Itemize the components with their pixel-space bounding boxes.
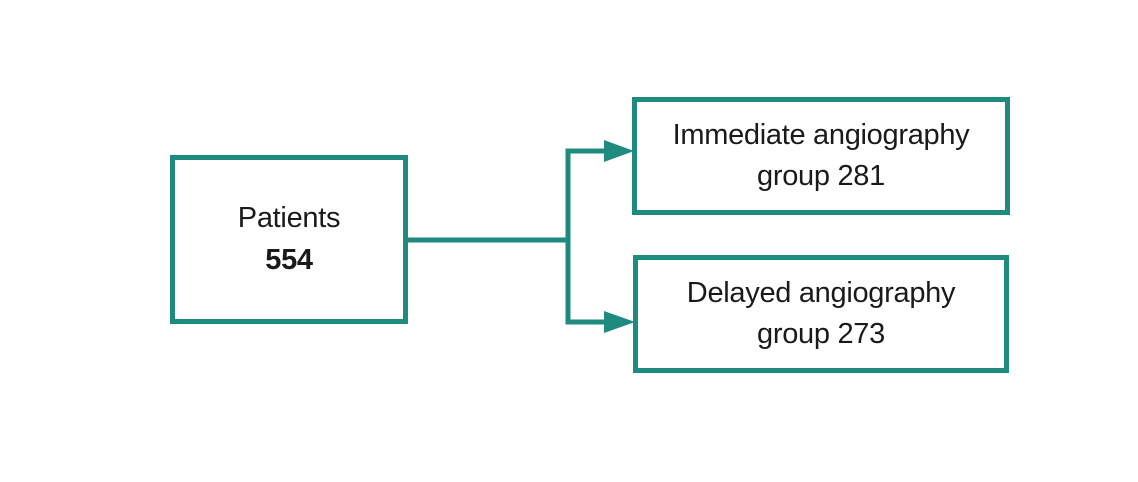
node-patients-label: Patients (237, 202, 341, 235)
arrowhead-top-icon (604, 140, 634, 162)
node-immediate-line1: Immediate angiography (672, 118, 970, 151)
node-patients: Patients 554 (170, 155, 408, 324)
node-delayed-line2: group 273 (757, 318, 885, 350)
arrowhead-bottom-icon (604, 311, 635, 333)
node-immediate-line2: group 281 (757, 160, 885, 192)
node-delayed-angiography: Delayed angiography group 273 (633, 255, 1009, 373)
node-delayed-line1: Delayed angiography (686, 276, 956, 309)
node-patients-value: 554 (265, 243, 313, 276)
node-immediate-angiography: Immediate angiography group 281 (632, 97, 1010, 215)
